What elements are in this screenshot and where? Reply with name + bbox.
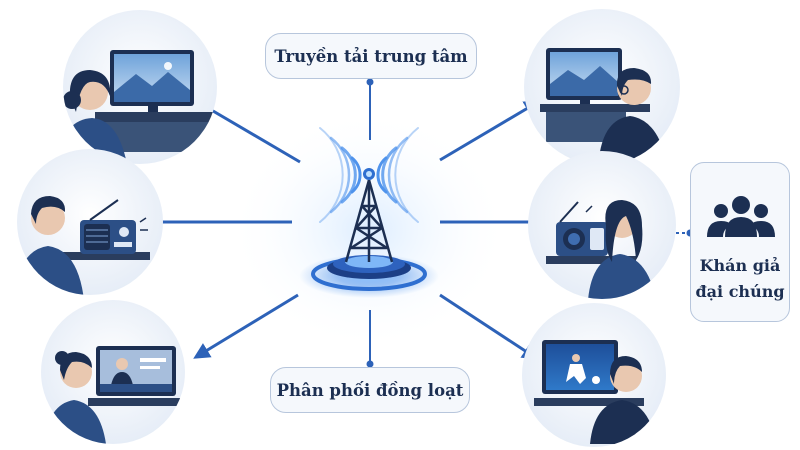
receiver-tv-top-right xyxy=(524,9,680,165)
receiver-radio-middle-left xyxy=(17,149,163,295)
arrow-to-bottom-left xyxy=(193,293,299,359)
mass-distribution-label: Phân phối đồng loạt xyxy=(270,367,470,413)
arrow-to-bottom-right xyxy=(439,293,539,360)
mass-audience-box: Khán giả đại chúng xyxy=(690,162,790,322)
receiver-radio-middle-right xyxy=(528,151,676,299)
receiver-tv-football-bottom-right xyxy=(522,303,666,447)
broadcast-tower-icon xyxy=(299,127,439,298)
people-group-icon xyxy=(707,196,775,237)
connector-bottom-dot xyxy=(366,360,374,368)
connector-top-dot xyxy=(366,78,374,86)
receiver-tv-news-bottom-left xyxy=(41,300,185,444)
mass-audience-label: Khán giả đại chúng xyxy=(695,256,785,301)
broadcast-arrows xyxy=(141,99,547,360)
central-transmission-label: Truyền tải trung tâm xyxy=(265,33,477,79)
receiver-tv-top-left xyxy=(63,10,217,164)
arrow-to-top-right xyxy=(439,100,541,162)
arrow-to-top-left xyxy=(193,99,301,164)
